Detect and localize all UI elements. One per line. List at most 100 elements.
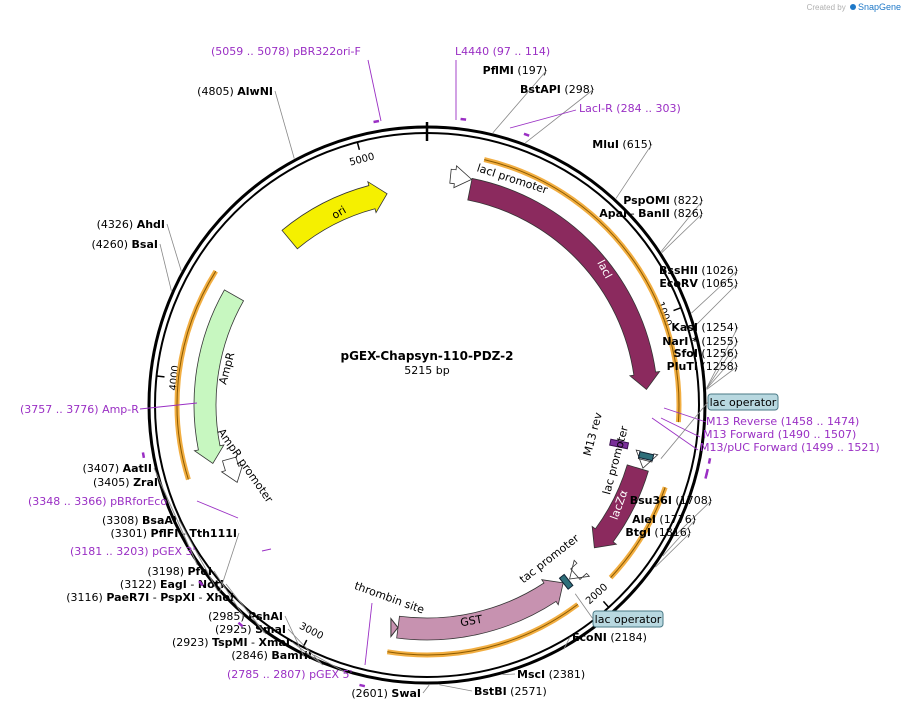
enzyme-leader [213,570,245,618]
enzyme-label: BstAPI (298) [520,83,594,96]
primer-text: (3348 .. 3366) [28,495,107,508]
enzyme-name: PfoI [188,565,213,578]
primer-leader [139,402,198,410]
enzyme-label: AleI (1776) [632,513,696,526]
feature-laci-arrow [467,177,661,391]
enzyme-text: (826) [673,207,703,220]
enzyme-text: (2923) [172,636,209,649]
lacI-highlight-line [484,159,680,423]
tick-3000 [302,639,308,648]
enzyme-label: (3122) EagI - NotI [120,578,224,591]
enzyme-leader [178,519,219,592]
gst-highlight-line [387,604,579,656]
enzyme-label: (4260) BsaI [91,238,158,251]
operator-op1 [638,451,655,462]
enzyme-text: (1254) [701,321,738,334]
primer-text: (1490 .. 1507) [778,428,857,441]
operator-label: lac operator [710,396,777,409]
ampr-highlight-line [176,270,217,480]
primer-text: pBR322ori-F [293,45,361,58]
enzyme-site: PflMI (197) [483,64,548,134]
enzyme-leader [313,654,348,674]
enzyme-site: BstAPI (298) [520,83,595,144]
enzyme-name: XhoI [206,591,234,604]
enzyme-leader [439,684,473,692]
enzyme-site: EcoNI (2184) [563,631,647,650]
enzyme-name: KasI [671,321,698,334]
snapgene-watermark: Created by SnapGene [807,2,901,12]
primer-mark [237,621,244,628]
enzyme-site: BssHII (1026) [659,264,739,314]
feature-amprpromoter-arrow [220,456,244,484]
plasmid-name: pGEX-Chapsyn-110-PDZ-2 [340,349,513,363]
tick-label: 3000 [297,621,325,642]
enzyme-leader [153,467,198,565]
primer-site: L4440 (97 .. 114) [455,45,550,121]
enzyme-name: ZraI [133,476,158,489]
enzyme-leader [706,352,739,390]
enzyme-leader [166,223,182,271]
operator-callout: lac operator [660,393,779,459]
primer-text: (3181 .. 3203) [70,545,149,558]
enzyme-text: (3407) [83,462,120,475]
enzyme-label: NarI * (1255) [662,335,738,348]
feature-tacpromoter-arrow [569,559,591,581]
enzyme-site: (2923) TspMI - XmaI [172,636,324,666]
enzyme-text: (2846) [231,649,268,662]
enzyme-label: MscI (2381) [517,668,585,681]
tick-label: 5000 [348,151,375,168]
enzyme-leader [655,531,692,568]
primer-mark [198,580,204,587]
primer-text: pGEX 3' [152,545,196,558]
enzyme-name: Tth111I [189,527,237,540]
enzyme-text: (1256) [701,347,738,360]
enzyme-text: (2985) [208,610,245,623]
primer-text: LacI-R [579,102,613,115]
tick-1000 [673,306,682,312]
primer-label: LacI-R (284 .. 303) [579,102,681,115]
enzyme-leader [674,499,713,537]
enzyme-leader [159,243,172,291]
enzyme-site: SfoI (1256) [674,347,739,390]
operator-leader [660,401,709,459]
enzyme-name: BstAPI [520,83,561,96]
enzyme-site: (3301) PflFI - Tth111I [110,527,240,593]
enzyme-text: (2601) [351,687,388,700]
enzyme-name: MscI [517,668,545,681]
primer-site: (2785 .. 2807) pGEX 5' [227,668,366,688]
primer-text: (1458 .. 1474) [781,415,860,428]
primer-mark [704,472,709,479]
enzyme-name: SwaI [391,687,421,700]
enzyme-site: BtgI (1816) [625,526,692,568]
enzyme-label: (3198) PfoI [147,565,212,578]
primer-text: (3757 .. 3776) [20,403,99,416]
enzyme-name: BstBI [474,685,507,698]
primer-text: pBRforEco [110,495,167,508]
primer-text: Amp-R [102,403,139,416]
enzyme-name: AleI [632,513,656,526]
enzyme-text: (2571) [510,685,547,698]
enzyme-text: (2381) [549,668,586,681]
primer-text: (1499 .. 1521) [801,441,880,454]
enzyme-leader [706,326,739,389]
enzyme-site: BstBI (2571) [439,684,547,698]
enzyme-name: NarI * [662,335,698,348]
enzyme-site: MluI (615) [592,138,653,199]
enzyme-leader [695,282,739,326]
enzyme-text: - [178,527,189,540]
primer-leader [367,59,382,122]
primer-site: LacI-R (284 .. 303) [523,102,681,137]
enzyme-text: (1708) [675,494,712,507]
enzyme-leader [284,615,305,657]
enzyme-name: AhdI [137,218,165,231]
primer-text: M13 Reverse [706,415,777,428]
primer-leader [651,417,699,451]
feature-label: GST [459,613,483,630]
watermark-prefix: Created by [806,3,846,12]
enzyme-label: ApaI - BanII (826) [599,207,703,220]
primer-text: (5059 .. 5078) [211,45,290,58]
enzyme-label: (2846) BamHI [231,649,312,662]
enzyme-text: (615) [622,138,652,151]
enzyme-name: PshAI [248,610,283,623]
enzyme-text: (1255) [701,335,738,348]
